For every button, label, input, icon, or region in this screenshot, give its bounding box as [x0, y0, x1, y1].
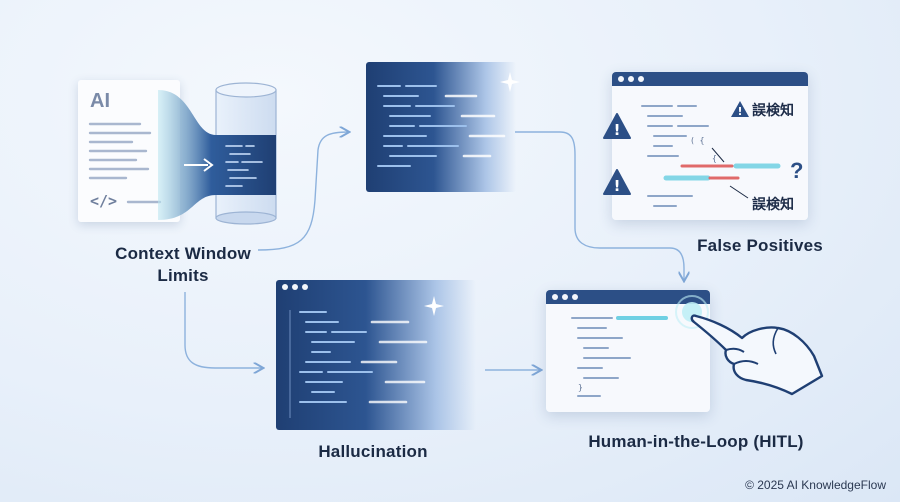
- context-window-illustration: AI </>: [78, 80, 278, 225]
- window-titlebar: [546, 290, 710, 304]
- hitl-window: }: [546, 290, 710, 412]
- svg-text:!: !: [614, 177, 621, 195]
- window-dot: [302, 284, 308, 290]
- document-ai-text: AI: [90, 90, 110, 112]
- label-context-window-line2: Limits: [157, 266, 209, 285]
- window-dot: [282, 284, 288, 290]
- arrow-context-to-top: [257, 132, 348, 251]
- footer-copyright: © 2025 AI KnowledgeFlow: [745, 478, 886, 492]
- label-false-positives: False Positives: [697, 236, 823, 255]
- svg-text:!: !: [737, 105, 742, 118]
- svg-text:{: {: [712, 154, 717, 163]
- window-body: }: [546, 304, 710, 412]
- code-panel-top: [366, 62, 516, 192]
- warning-icon: !: [603, 169, 631, 195]
- svg-text:!: !: [614, 121, 621, 139]
- window-dot: [638, 76, 644, 82]
- window-titlebar: [276, 280, 386, 294]
- warning-icon: !: [603, 113, 631, 139]
- svg-text:( {: ( {: [690, 136, 704, 145]
- sparkle-icon: [500, 72, 520, 92]
- false-positives-window: ( { { ! 誤検知 誤検知 ?: [612, 72, 808, 220]
- label-hitl: Human-in-the-Loop (HITL): [588, 432, 804, 451]
- hallucination-window: [276, 280, 476, 430]
- cylinder-icon: [158, 82, 277, 225]
- false-positive-tag: 誤検知: [752, 197, 794, 213]
- hand-pointer-icon: [675, 295, 824, 396]
- window-dot: [562, 294, 568, 300]
- arrow-top-to-hitl: [515, 131, 684, 280]
- svg-text:}: }: [578, 383, 583, 392]
- question-mark: ?: [790, 158, 804, 183]
- label-context-window: Context Window Limits: [98, 243, 268, 287]
- window-dot: [572, 294, 578, 300]
- document-code-text: </>: [90, 192, 118, 210]
- window-titlebar: [612, 72, 808, 86]
- window-dot: [292, 284, 298, 290]
- sparkle-icon: [424, 296, 444, 316]
- false-positive-tag: 誤検知: [752, 103, 794, 119]
- label-hallucination: Hallucination: [318, 442, 428, 461]
- arrow-context-to-hallucination: [184, 292, 262, 368]
- window-dot: [618, 76, 624, 82]
- window-dot: [628, 76, 634, 82]
- window-body: ( { { ! 誤検知 誤検知 ?: [612, 86, 808, 220]
- warning-icon: !: [731, 101, 749, 118]
- window-dot: [552, 294, 558, 300]
- label-context-window-line1: Context Window: [115, 244, 251, 263]
